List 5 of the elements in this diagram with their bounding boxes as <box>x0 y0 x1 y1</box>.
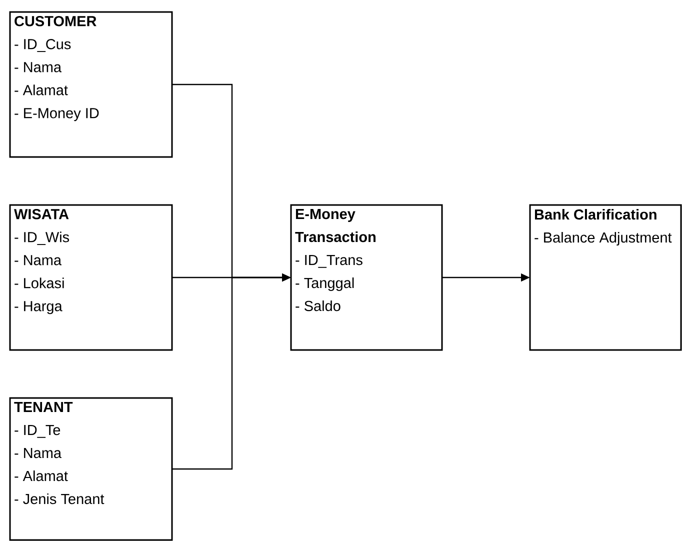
entity-box: E-Money Transaction - ID_Trans - Tanggal - Saldo <box>290 204 443 351</box>
entity-box: TENANT - ID_Te - Nama - Alamat - Jenis Tenant <box>9 397 173 541</box>
entity-box: Bank Clarification - Balance Adjustment <box>529 204 682 351</box>
entity-box: WISATA - ID_Wis - Nama - Lokasi - Harga <box>9 204 173 351</box>
entity-box: CUSTOMER - ID_Cus - Nama - Alamat - E-Money ID <box>9 11 173 158</box>
